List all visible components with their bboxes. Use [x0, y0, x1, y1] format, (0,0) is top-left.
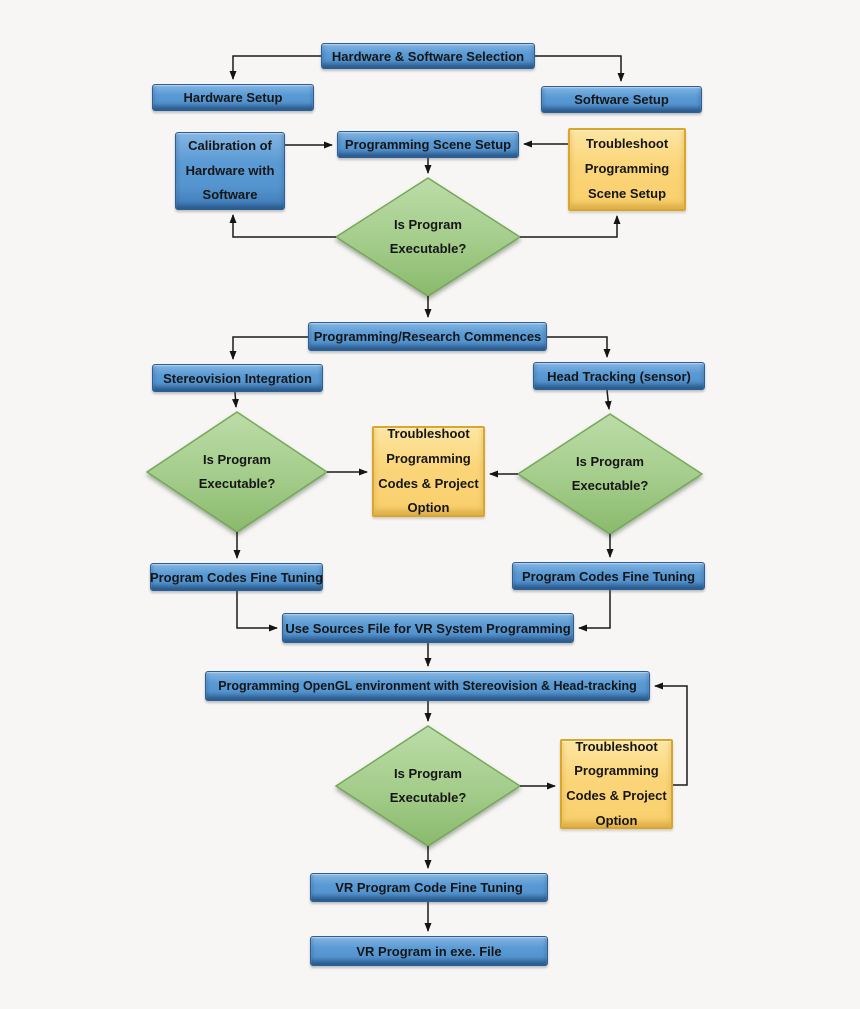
node-troubleshoot-programming-codes-bottom: Troubleshoot Programming Codes & Project…	[560, 739, 673, 829]
connector-head-tracking-to-decision-3	[604, 389, 612, 410]
node-use-sources-file: Use Sources File for VR System Programmi…	[282, 613, 574, 643]
node-hardware-setup: Hardware Setup	[152, 84, 314, 111]
decision-3-diamond	[516, 413, 704, 535]
connector-prog-codes-left-to-use-sources	[236, 591, 278, 632]
decision-4-label: Is Program Executable?	[389, 765, 467, 805]
node-vr-program-code-fine-tuning: VR Program Code Fine Tuning	[310, 873, 548, 902]
connector-stereovision-to-decision-2	[231, 391, 239, 408]
connector-decision-1-to-troubleshoot-scene	[520, 215, 621, 238]
connector-prog-research-to-head-tracking	[547, 336, 611, 358]
node-hardware-software-selection: Hardware & Software Selection	[321, 43, 535, 69]
decision-3-label: Is Program Executable?	[571, 453, 649, 493]
connector-selection-to-hardware-setup	[229, 55, 321, 80]
node-calibration-hardware-software: Calibration of Hardware with Software	[175, 132, 285, 210]
decision-1-label: Is Program Executable?	[389, 216, 467, 256]
node-programming-scene-setup: Programming Scene Setup	[337, 131, 519, 158]
node-program-codes-fine-tuning-left: Program Codes Fine Tuning	[150, 563, 323, 591]
node-stereovision-integration: Stereovision Integration	[152, 364, 323, 392]
connector-selection-to-software-setup	[535, 55, 625, 82]
connector-prog-codes-right-to-use-sources	[578, 590, 611, 632]
node-troubleshoot-programming-scene-setup: Troubleshoot Programming Scene Setup	[568, 128, 686, 211]
node-troubleshoot-programming-codes-mid: Troubleshoot Programming Codes & Project…	[372, 426, 485, 517]
node-programming-research-commences: Programming/Research Commences	[308, 322, 547, 351]
node-program-codes-fine-tuning-right: Program Codes Fine Tuning	[512, 562, 705, 590]
connector-decision-1-to-calibration	[229, 214, 336, 238]
node-vr-program-in-exe-file: VR Program in exe. File	[310, 936, 548, 966]
node-programming-opengl-environment: Programming OpenGL environment with Ster…	[205, 671, 650, 701]
node-software-setup: Software Setup	[541, 86, 702, 113]
decision-2-label: Is Program Executable?	[198, 451, 276, 491]
connector-troubleshoot-bottom-to-opengl	[654, 682, 688, 786]
connector-prog-research-to-stereovision	[229, 336, 308, 360]
node-head-tracking-sensor: Head Tracking (sensor)	[533, 362, 705, 390]
